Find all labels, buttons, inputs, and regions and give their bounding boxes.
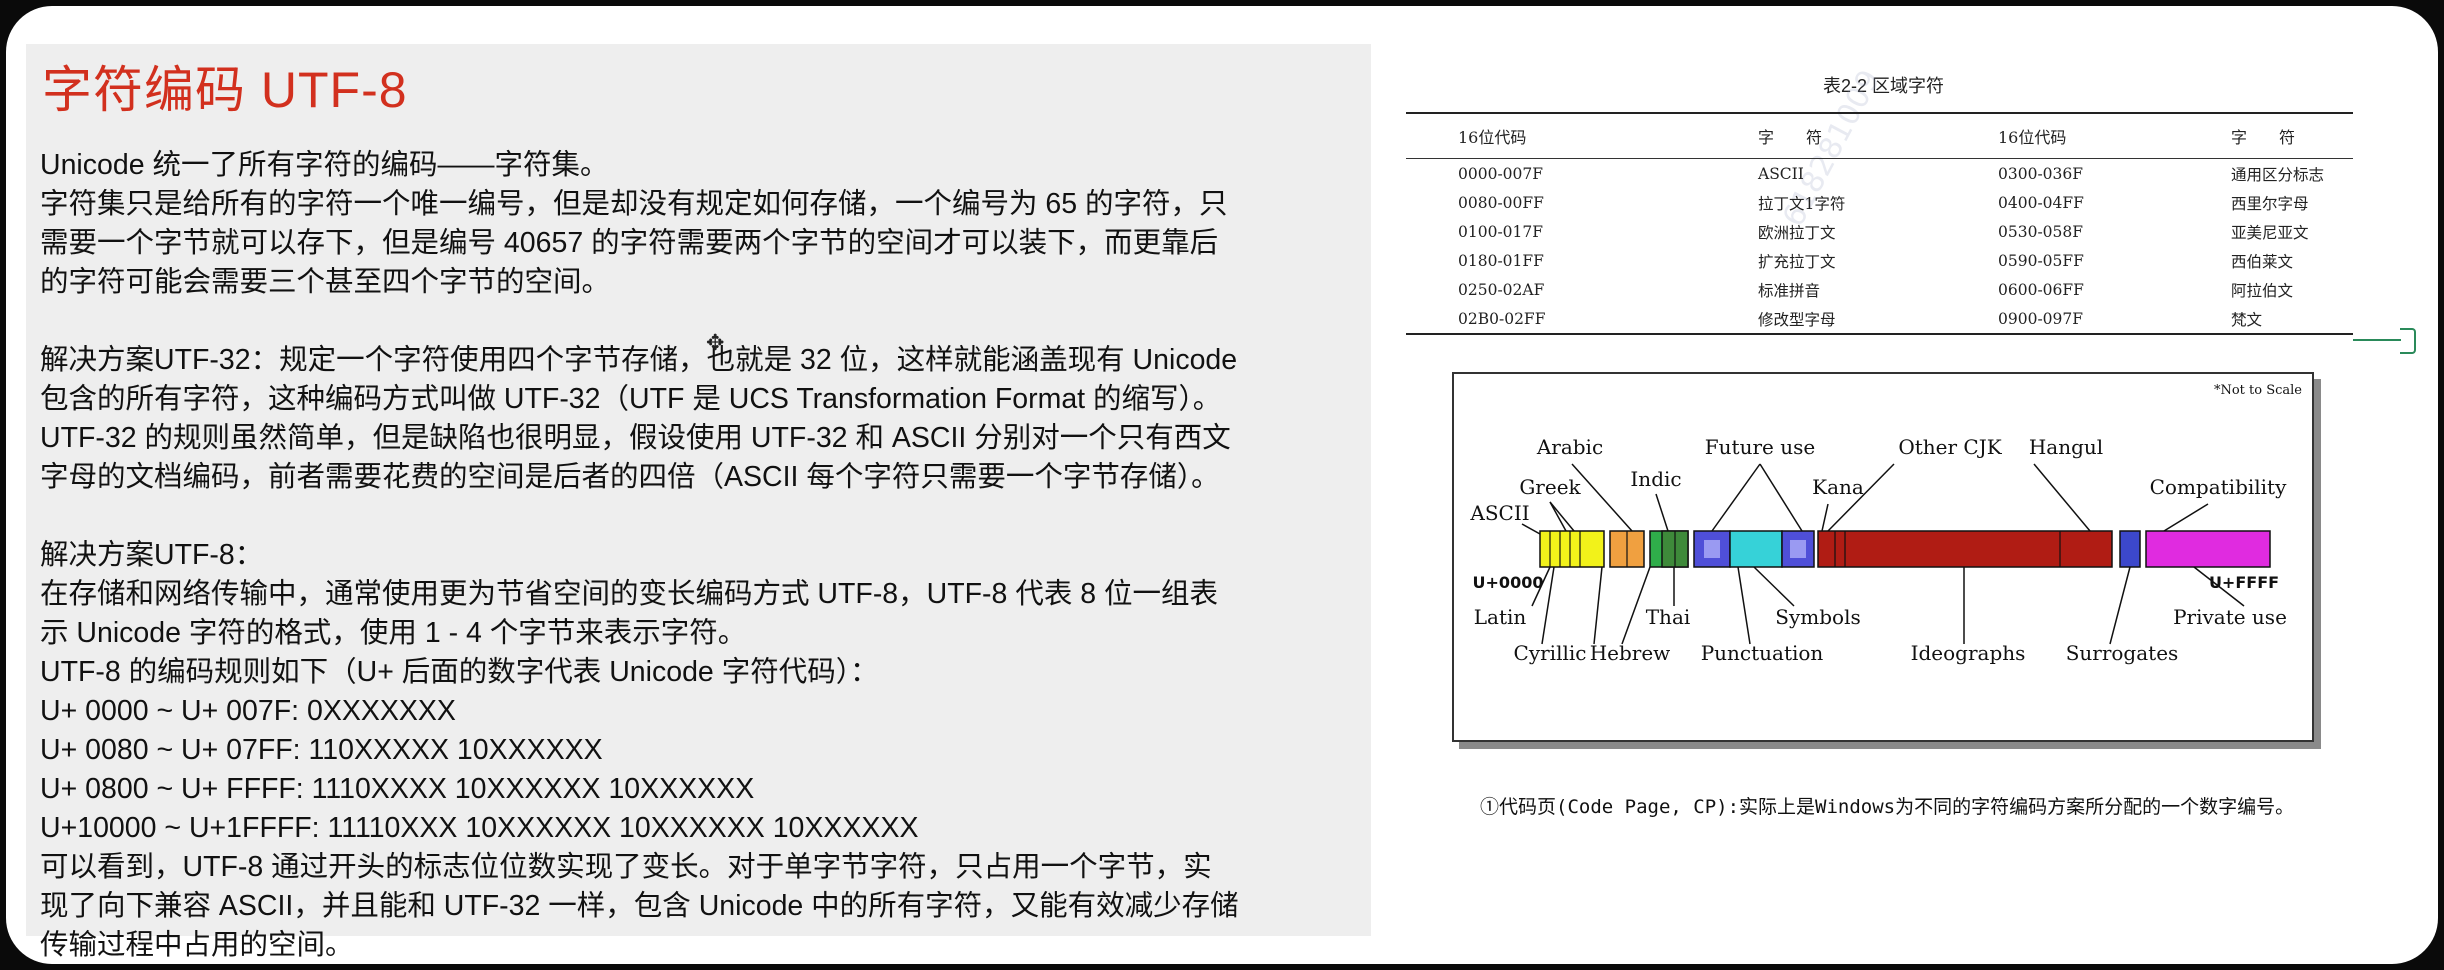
table-cell: 0600-06FF	[1998, 280, 2084, 299]
label-kana: Kana	[1812, 475, 1864, 499]
table-cell: 0000-007F	[1458, 164, 1544, 183]
table-caption: 表2-2 区域字符	[1823, 76, 1945, 96]
label-ascii: ASCII	[1469, 501, 1529, 525]
label-compatibility: Compatibility	[2150, 475, 2287, 499]
slide-line: U+ 0080 ~ U+ 07FF: 110XXXXX 10XXXXXX	[40, 734, 603, 766]
slide-line: 解决方案UTF-32：规定一个字符使用四个字节存储，也就是 32 位，这样就能涵…	[40, 344, 1238, 376]
column-header: 字 符	[2231, 114, 2353, 159]
table-cell: 欧洲拉丁文	[1758, 223, 1836, 242]
column-header: 16位代码	[1406, 114, 1758, 159]
slide-line: UTF-32 的规则虽然简单，但是缺陷也很明显，假设使用 UTF-32 和 AS…	[40, 422, 1231, 454]
selection-handle[interactable]	[2400, 328, 2416, 354]
label-arabic: Arabic	[1536, 435, 1603, 459]
label-other-cjk: Other CJK	[1898, 435, 2002, 459]
diagram-note: *Not to Scale	[2214, 383, 2302, 398]
label-ideographs: Ideographs	[1911, 641, 2026, 665]
table-cell: 西伯莱文	[2231, 252, 2294, 271]
segment-surrogates	[2119, 530, 2141, 568]
segment-latin	[1539, 530, 1605, 568]
table-cell: 拉丁文1字符	[1758, 194, 1846, 213]
slide-line: 的字符可能会需要三个甚至四个字节的空间。	[40, 266, 611, 298]
table-cell: 梵文	[2231, 310, 2263, 329]
text-cursor-icon: ✥	[706, 330, 725, 355]
slide-line: U+ 0800 ~ U+ FFFF: 1110XXXX 10XXXXXX 10X…	[40, 773, 755, 805]
selection-handle-line	[2353, 339, 2401, 341]
table-row: 0250-02AF 标准拼音 0600-06FF 阿拉伯文	[1406, 275, 2353, 304]
presentation-frame: 字符编码 UTF-8 Unicode 统一了所有字符的编码——字符集。 字符集只…	[6, 6, 2438, 964]
label-punctuation: Punctuation	[1701, 641, 1824, 665]
table-cell: 通用区分标志	[2231, 165, 2325, 184]
slide-line: 示 Unicode 字符的格式，使用 1 - 4 个字节来表示字符。	[40, 617, 747, 649]
label-greek: Greek	[1519, 475, 1581, 499]
label-symbols: Symbols	[1775, 605, 1860, 629]
segment-highlight	[1704, 540, 1720, 558]
label-hebrew: Hebrew	[1590, 641, 1671, 665]
slide-line: 可以看到，UTF-8 通过开头的标志位位数实现了变长。对于单字节字符，只占用一个…	[40, 851, 1212, 883]
slide-line: 现了向下兼容 ASCII，并且能和 UTF-32 一样，包含 Unicode 中…	[40, 890, 1239, 922]
slide-line: U+10000 ~ U+1FFFF: 11110XXX 10XXXXXX 10X…	[40, 812, 919, 844]
segment-highlight	[1790, 540, 1806, 558]
label-future-use: Future use	[1705, 435, 1815, 459]
table-cell: 0530-058F	[1998, 222, 2084, 241]
code-block-bar	[1539, 530, 2271, 568]
label-surrogates: Surrogates	[2066, 641, 2179, 665]
slide-line: UTF-8 的编码规则如下（U+ 后面的数字代表 Unicode 字符代码）：	[40, 656, 879, 688]
table-cell: 0400-04FF	[1998, 193, 2084, 212]
column-header: 字 符	[1758, 114, 1998, 159]
segment-symbols-punctuation	[1729, 530, 1783, 568]
column-header: 16位代码	[1998, 114, 2231, 159]
slide-line: 字符集只是给所有的字符一个唯一编号，但是却没有规定如何存储，一个编号为 65 的…	[40, 188, 1228, 220]
table-cell: 0590-05FF	[1998, 251, 2084, 270]
table-row: 0000-007F ASCII 0300-036F 通用区分标志	[1406, 159, 2353, 189]
paragraph-gap	[40, 302, 1360, 341]
slide-line: 需要一个字节就可以存下，但是编号 40657 的字符需要两个字节的空间才可以装下…	[40, 227, 1219, 259]
table-row: 0100-017F 欧洲拉丁文 0530-058F 亚美尼亚文	[1406, 217, 2353, 246]
region-code-table: 16位代码 字 符 16位代码 字 符 0000-007F ASCII 0300…	[1406, 112, 2353, 335]
paragraph-gap	[40, 497, 1360, 536]
table-row: 0080-00FF 拉丁文1字符 0400-04FF 西里尔字母	[1406, 188, 2353, 217]
table-header-row: 16位代码 字 符 16位代码 字 符	[1406, 114, 2353, 159]
table-cell: 0100-017F	[1458, 222, 1544, 241]
table-cell: 修改型字母	[1758, 310, 1836, 329]
segment-ideographs	[1817, 530, 2113, 568]
label-cyrillic: Cyrillic	[1514, 641, 1587, 665]
unicode-plane-diagram: *Not to Scale	[1452, 372, 2314, 742]
table-cell: 西里尔字母	[2231, 194, 2309, 213]
table-cell: 扩充拉丁文	[1758, 252, 1836, 271]
slide-line: 在存储和网络传输中，通常使用更为节省空间的变长编码方式 UTF-8，UTF-8 …	[40, 578, 1219, 610]
table-cell: 0900-097F	[1998, 309, 2084, 328]
leader-lines	[1521, 463, 2245, 645]
slide-title: 字符编码 UTF-8	[42, 62, 408, 118]
label-hangul: Hangul	[2029, 435, 2103, 459]
slide-line: 传输过程中占用的空间。	[40, 929, 354, 961]
label-start: U+0000	[1473, 573, 1544, 592]
slide-line: 解决方案UTF-8：	[40, 539, 264, 571]
segment-private-use	[2145, 530, 2271, 568]
label-latin: Latin	[1474, 605, 1527, 629]
table-cell: 亚美尼亚文	[2231, 223, 2309, 242]
slide-body: Unicode 统一了所有字符的编码——字符集。 字符集只是给所有的字符一个唯一…	[40, 146, 1360, 964]
label-indic: Indic	[1630, 467, 1681, 491]
table-cell: 0080-00FF	[1458, 193, 1544, 212]
label-private-use: Private use	[2173, 605, 2287, 629]
diagram-svg: *Not to Scale	[1469, 383, 2302, 665]
slide-line: Unicode 统一了所有字符的编码——字符集。	[40, 149, 609, 181]
table-cell: 0250-02AF	[1458, 280, 1545, 299]
table-cell: 阿拉伯文	[2231, 281, 2294, 300]
table-cell: 0300-036F	[1998, 164, 2084, 183]
slide-line: 字母的文档编码，前者需要花费的空间是后者的四倍（ASCII 每个字符只需要一个字…	[40, 461, 1220, 493]
table-cell: 0180-01FF	[1458, 251, 1544, 270]
table-cell: 标准拼音	[1758, 281, 1821, 300]
slide-panel: 字符编码 UTF-8 Unicode 统一了所有字符的编码——字符集。 字符集只…	[26, 44, 1371, 961]
footnote: ①代码页(Code Page, CP):实际上是Windows为不同的字符编码方…	[1480, 796, 2295, 818]
slide-line: 包含的所有字符，这种编码方式叫做 UTF-32（UTF 是 UCS Transf…	[40, 383, 1222, 415]
label-end: U+FFFF	[2209, 573, 2279, 592]
slide-line: U+ 0000 ~ U+ 007F: 0XXXXXXX	[40, 695, 456, 727]
table-row: 0180-01FF 扩充拉丁文 0590-05FF 西伯莱文	[1406, 246, 2353, 275]
label-thai: Thai	[1646, 605, 1691, 629]
table-row: 02B0-02FF 修改型字母 0900-097F 梵文	[1406, 304, 2353, 333]
table-cell: ASCII	[1758, 164, 1804, 183]
table-cell: 02B0-02FF	[1458, 309, 1546, 328]
